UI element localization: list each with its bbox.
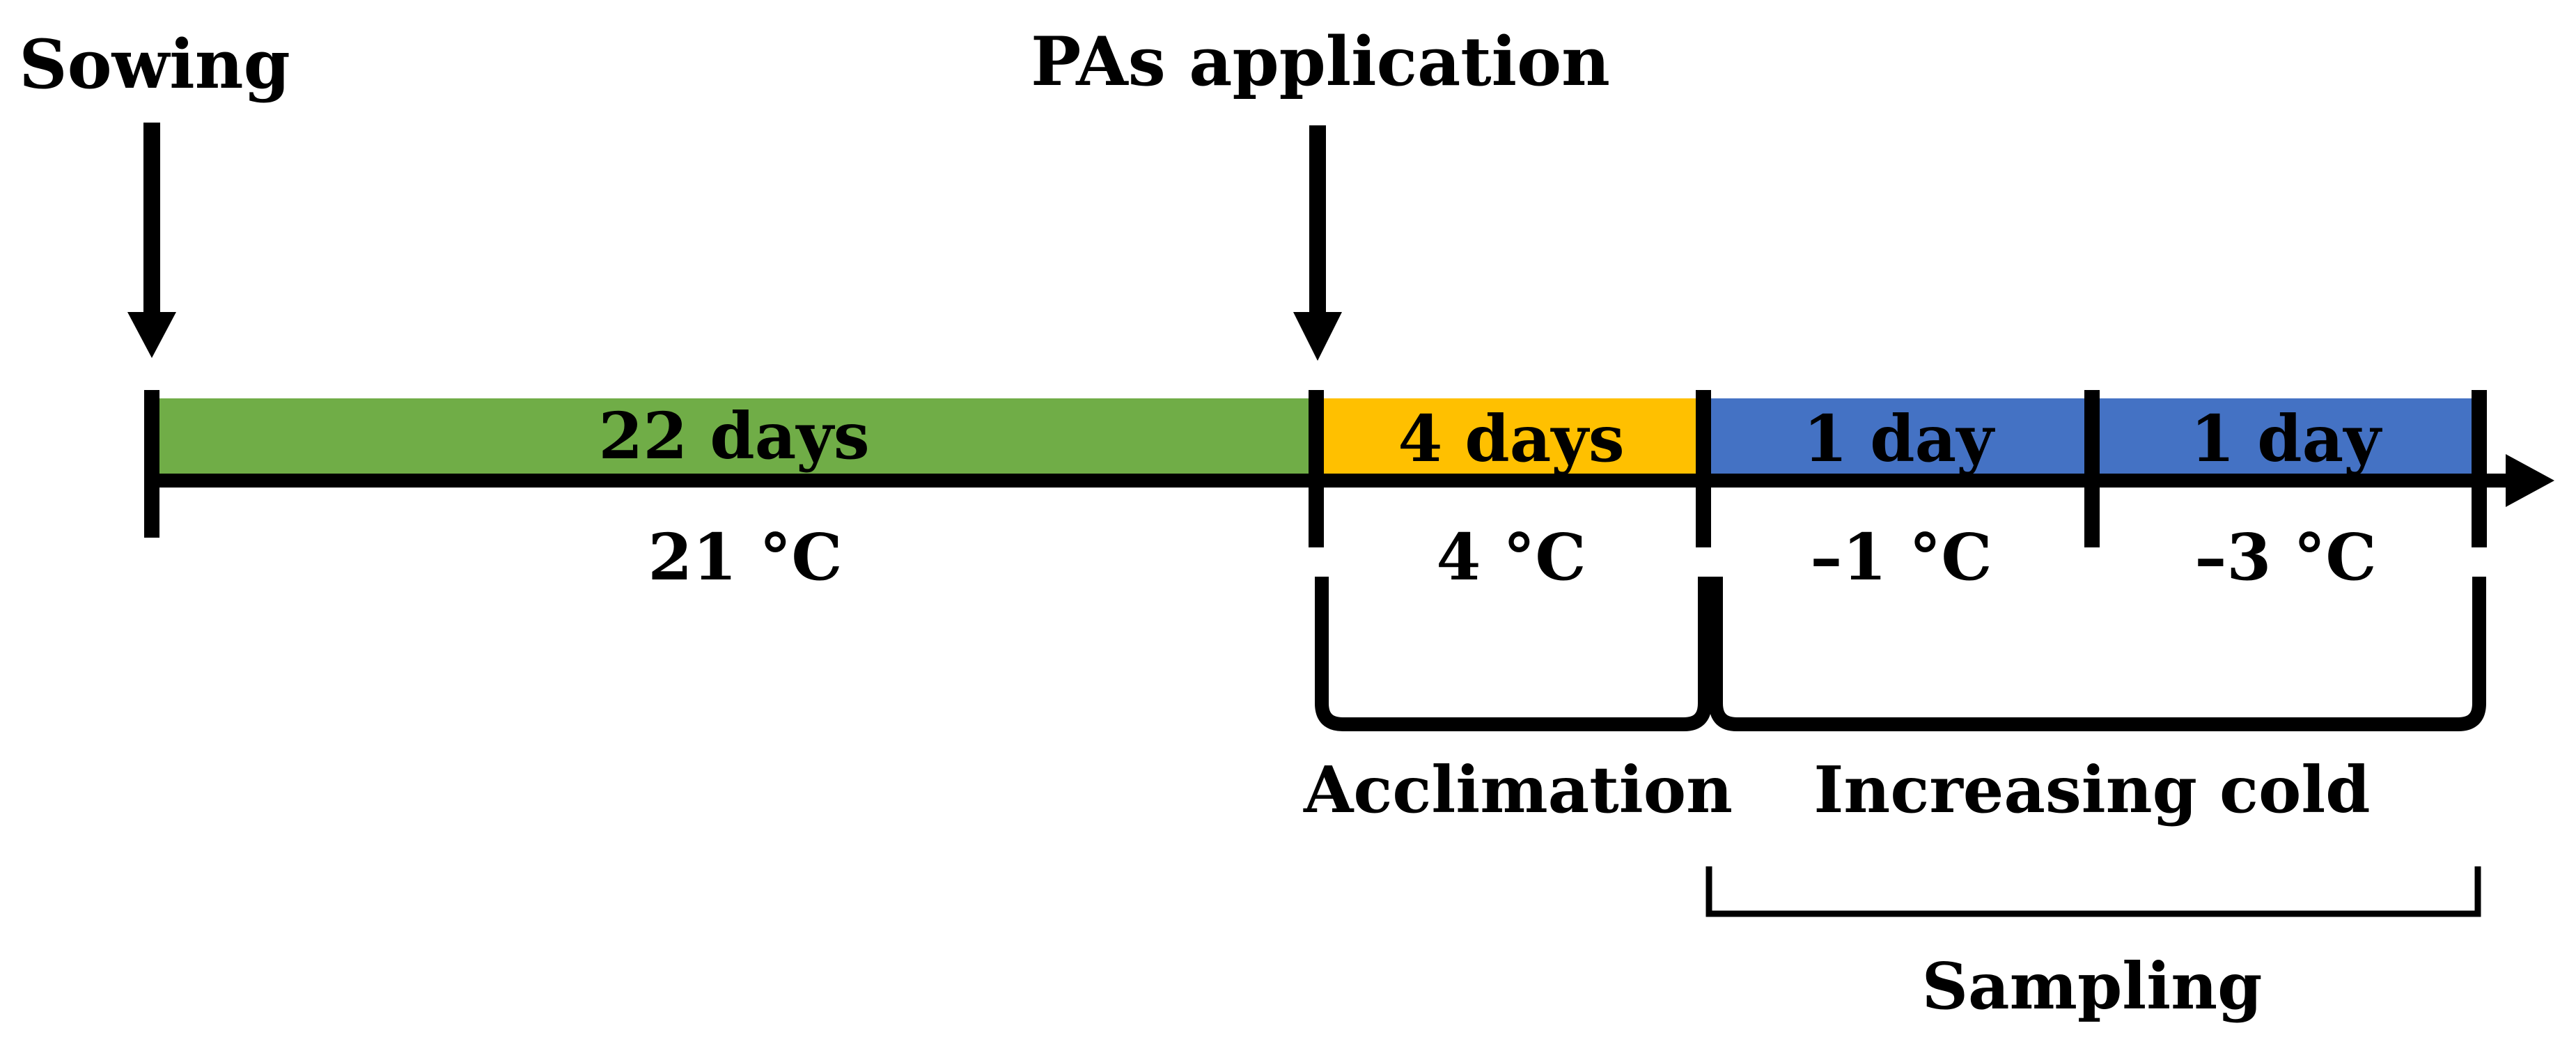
stage-duration-1: 22 days [598,398,869,474]
stage-bar-1 [152,398,1316,481]
sowing-arrow-head [127,312,176,358]
timeline-arrowhead [2506,454,2554,507]
stage-temperature-2: 4 °C [1436,520,1586,595]
stage-bar-3 [1703,398,2092,481]
event-label-pas-application: PAs application [1031,22,1610,101]
phase-label-sampling: Sampling [1922,949,2263,1024]
increasing-cold-bracket [1709,577,2486,731]
stage-bar-4 [2092,398,2479,481]
acclimation-bracket [1315,577,1712,731]
phase-label-acclimation: Acclimation [1303,752,1733,827]
pas-arrow-head [1293,312,1342,361]
event-label-sowing: Sowing [19,25,290,104]
stage-bar-2 [1316,398,1703,481]
stage-temperature-4: –3 °C [2194,520,2376,595]
sampling-bracket [1705,866,2481,917]
stage-duration-3: 1 day [1803,401,1995,476]
stage-temperature-3: –1 °C [1810,520,1992,595]
phase-label-increasing-cold: Increasing cold [1813,752,2370,827]
stage-duration-2: 4 days [1398,401,1624,476]
stage-duration-4: 1 day [2190,401,2382,476]
stage-temperature-1: 21 °C [648,520,842,595]
